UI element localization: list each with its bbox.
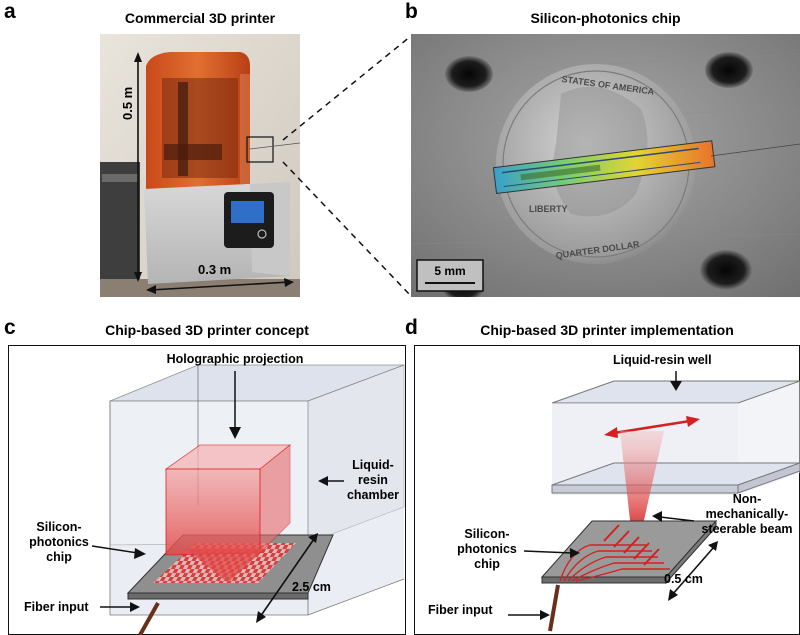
- svg-text:LIBERTY: LIBERTY: [529, 204, 568, 214]
- printer-photo: [100, 34, 300, 297]
- panel-d-letter: d: [405, 316, 418, 339]
- implementation-diagram: [508, 371, 800, 632]
- chamber-label: Liquid- resin chamber: [343, 458, 403, 503]
- chip-photo: LIBERTY QUARTER DOLLAR STATES OF AMERICA: [411, 34, 800, 297]
- panel-b-title: Silicon-photonics chip: [530, 10, 681, 26]
- beam-label: Non- mechanically- steerable beam: [694, 492, 800, 537]
- dimension-label-c: 2.5 cm: [292, 580, 331, 594]
- panel-a-letter: a: [4, 0, 16, 23]
- beam-label-line3: steerable beam: [701, 522, 793, 536]
- panel-d-title: Chip-based 3D printer implementation: [480, 322, 734, 338]
- chamber-label-line3: chamber: [346, 488, 400, 502]
- chip-label-c-line3: chip: [46, 550, 72, 564]
- printer-photo-graphic: [100, 34, 300, 297]
- holographic-label: Holographic projection: [166, 352, 304, 366]
- well-label: Liquid-resin well: [613, 353, 712, 367]
- chip-photo-graphic: LIBERTY QUARTER DOLLAR STATES OF AMERICA: [411, 34, 800, 297]
- chamber-label-line2: resin: [358, 473, 388, 487]
- chip-label-c-line1: Silicon-: [36, 520, 82, 534]
- beam-label-line2: mechanically-: [705, 507, 789, 521]
- chamber-label-line1: Liquid-: [352, 458, 394, 472]
- fiber-label-c: Fiber input: [24, 600, 89, 614]
- scale-bar-label: 5 mm: [434, 264, 466, 278]
- chip-label-d-line1: Silicon-: [464, 527, 510, 541]
- chip-label-c-line2: photonics: [29, 535, 89, 549]
- panel-c-title: Chip-based 3D printer concept: [105, 322, 309, 338]
- panel-b-letter: b: [405, 0, 418, 23]
- panel-a-title: Commercial 3D printer: [124, 10, 276, 26]
- printer-width-label: 0.3 m: [198, 262, 232, 277]
- panel-c-letter: c: [4, 316, 16, 339]
- fiber-label-d: Fiber input: [428, 603, 493, 617]
- chip-label-d-line3: chip: [474, 557, 500, 571]
- chip-label-c: Silicon- photonics chip: [14, 520, 104, 565]
- chip-label-d-line2: photonics: [457, 542, 517, 556]
- beam-label-line1: Non-: [732, 492, 762, 506]
- concept-diagram: [91, 364, 405, 635]
- chip-label-d: Silicon- photonics chip: [444, 527, 530, 572]
- dimension-label-d: 0.5 cm: [664, 572, 703, 586]
